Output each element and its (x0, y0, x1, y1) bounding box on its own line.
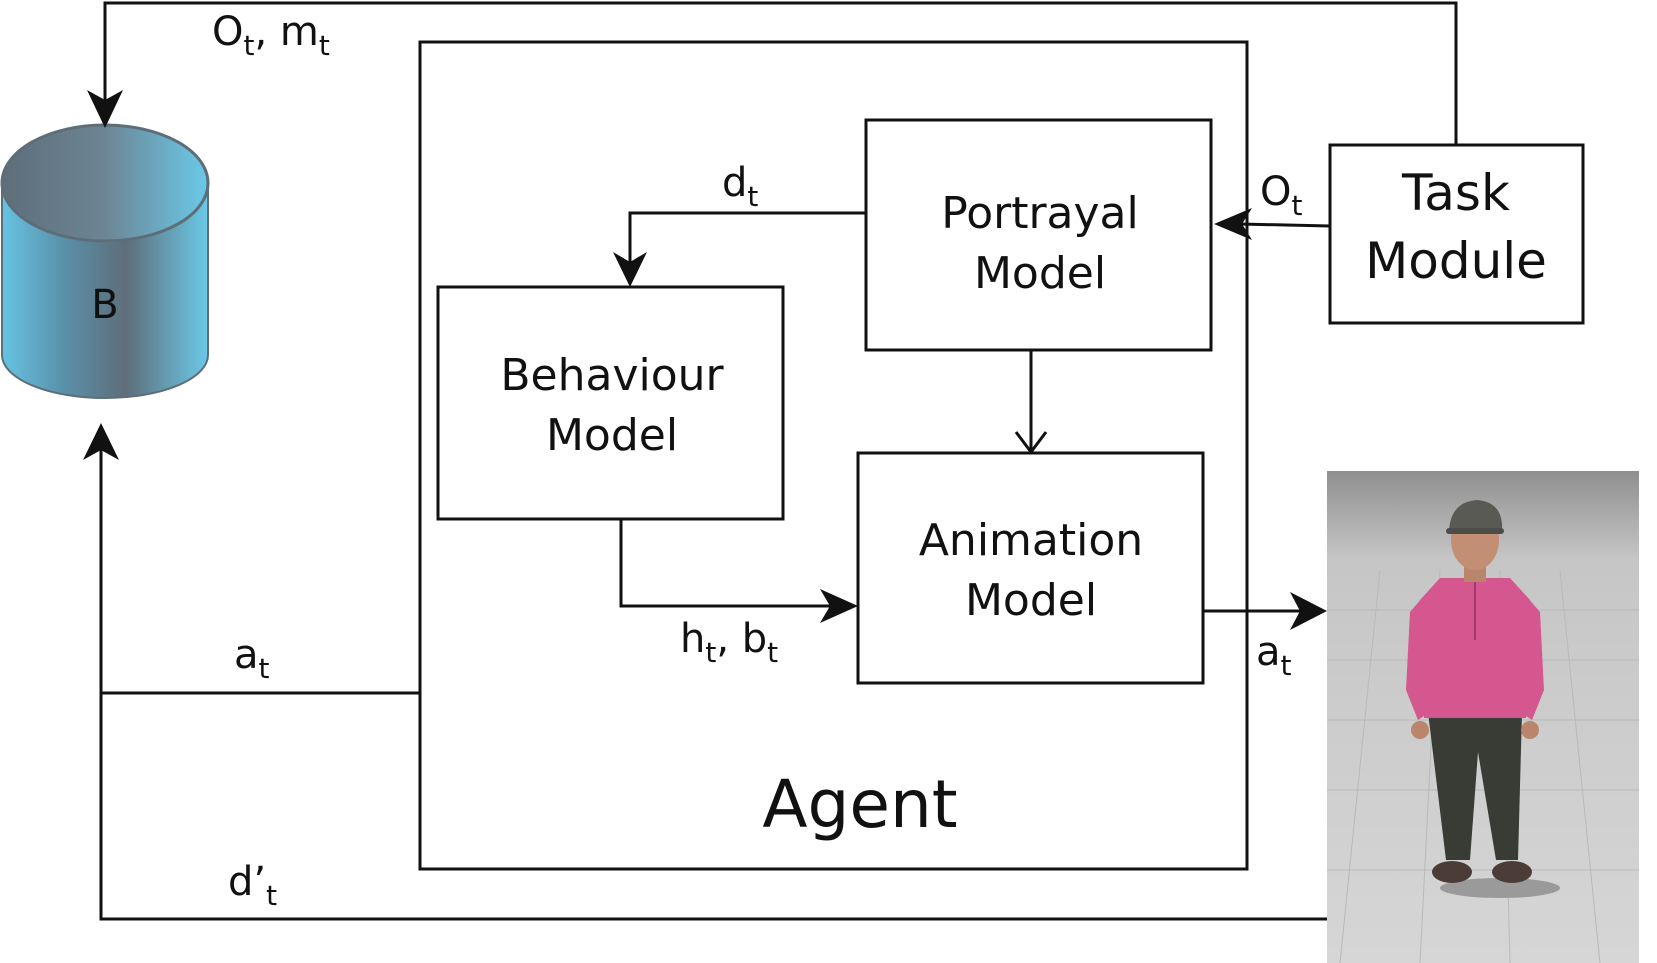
database-cylinder: B (0, 123, 210, 399)
edge-task-to-b: Ot, mt (87, 1, 1458, 145)
edge-agent-to-b: at (101, 632, 420, 695)
edge-task-to-portrayal: Ot (1214, 169, 1331, 240)
avatar-shirt (1420, 578, 1530, 718)
arrowhead-into-b-top (87, 90, 123, 128)
avatar-pants (1428, 712, 1522, 860)
edge-portrayal-to-behaviour: dt (613, 160, 866, 287)
avatar-shadow (1440, 878, 1560, 898)
arrowhead-into-b-bottom (83, 423, 119, 460)
avatar-shoe-left (1432, 861, 1472, 883)
arrowhead-into-animation-top (1014, 431, 1048, 455)
arrowhead-into-portrayal (1214, 208, 1252, 240)
avatar-shoe-right (1492, 861, 1532, 883)
portrayal-model-label: Portrayal (941, 188, 1139, 239)
behaviour-model-label-2: Model (546, 410, 678, 461)
task-module-label-2: Module (1365, 232, 1547, 290)
arrowhead-into-behaviour (613, 252, 647, 287)
behaviour-model-box (436, 285, 785, 521)
task-module-label: Task (1401, 164, 1510, 222)
edge-label-ot: Ot (1260, 169, 1302, 222)
edge-behaviour-to-animation: ht, bt (619, 519, 858, 669)
edge-label-dt: dt (722, 160, 758, 213)
animation-model-label-2: Model (965, 575, 1097, 626)
edge-label-at-right: at (1256, 629, 1292, 682)
arrowhead-into-avatar (1290, 592, 1327, 630)
task-module-box (1328, 143, 1585, 325)
portrayal-model-label-2: Model (974, 248, 1106, 299)
arrowhead-into-animation-left (820, 589, 858, 623)
edge-animation-to-avatar: at (1203, 592, 1327, 682)
edge-portrayal-to-animation (1014, 350, 1048, 455)
edge-label-ht-bt: ht, bt (680, 616, 778, 669)
edge-label-dprime-t: d’t (228, 859, 277, 912)
avatar-cap-brim (1446, 528, 1504, 534)
edge-avatar-to-b: d’t (83, 423, 1330, 921)
portrayal-model-box (864, 118, 1213, 352)
cylinder-top (0, 123, 210, 243)
edge-label-ot-mt: Ot, mt (212, 9, 330, 62)
edge-label-at-left: at (234, 632, 270, 685)
avatar-hand-left (1411, 721, 1429, 739)
avatar-figure-image (1327, 471, 1639, 963)
animation-model-label: Animation (919, 515, 1143, 566)
agent-label: Agent (762, 766, 957, 843)
behaviour-model-label: Behaviour (500, 350, 724, 401)
avatar-cap (1449, 500, 1503, 532)
animation-model-box (856, 451, 1205, 685)
avatar-hand-right (1521, 721, 1539, 739)
cylinder-body (0, 182, 209, 399)
cylinder-label: B (91, 282, 118, 328)
